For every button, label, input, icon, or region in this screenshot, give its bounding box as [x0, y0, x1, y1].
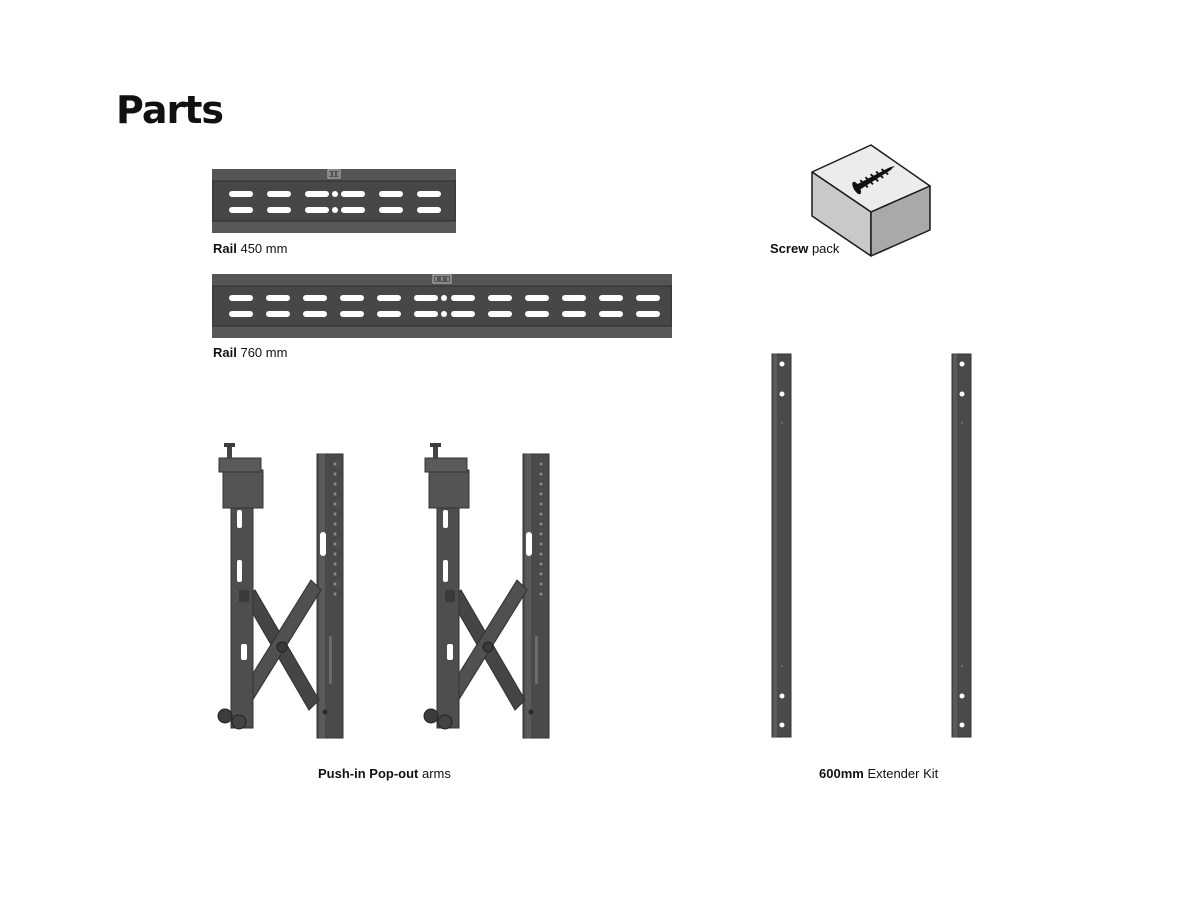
pop-out-arm-icon — [423, 443, 550, 739]
extender-caption: 600mm Extender Kit — [819, 766, 938, 782]
rail-450-caption: Rail 450 mm — [213, 241, 287, 257]
extender-bar-icon — [771, 353, 792, 738]
screw-box-icon — [811, 144, 931, 257]
rail-760-caption: Rail 760 mm — [213, 345, 287, 361]
extender-bar-icon — [951, 353, 972, 738]
rail-760-image — [212, 274, 672, 338]
page-title: Parts — [116, 88, 224, 132]
part-name: Screw — [770, 241, 809, 256]
part-name: Rail — [213, 241, 237, 256]
part-name: Push-in Pop-out — [318, 766, 419, 781]
part-detail: Extender Kit — [867, 766, 939, 781]
pop-out-arm-icon — [217, 443, 344, 739]
part-detail: pack — [811, 241, 840, 256]
part-name: 600mm — [819, 766, 864, 781]
arms-caption: Push-in Pop-out arms — [318, 766, 451, 782]
rail-450-image — [212, 169, 456, 233]
part-detail: 450 mm — [240, 241, 288, 256]
part-name: Rail — [213, 345, 237, 360]
part-detail: arms — [422, 766, 451, 781]
screw-pack-caption: Screw pack — [770, 241, 839, 257]
part-detail: 760 mm — [240, 345, 288, 360]
